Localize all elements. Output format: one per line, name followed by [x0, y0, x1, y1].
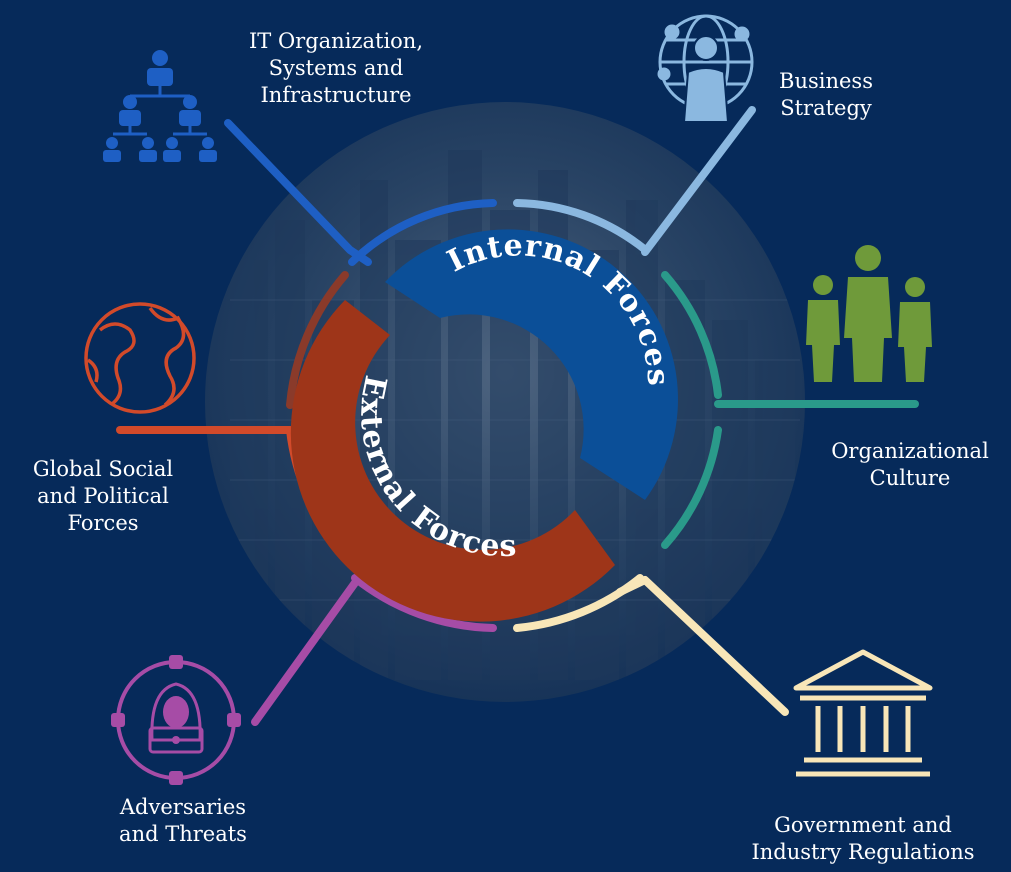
global-businessman-icon — [657, 14, 754, 123]
org-chart-icon — [103, 50, 217, 162]
ring-arc-business — [513, 199, 647, 252]
label-global-line-1: Global Social — [32, 457, 174, 481]
hacker-icon — [111, 655, 241, 785]
connector-business — [641, 106, 756, 256]
label-government-line-2: Industry Regulations — [751, 840, 975, 864]
label-global-line-3: Forces — [67, 511, 139, 535]
label-global-line-2: and Political — [37, 484, 169, 508]
connector-government — [616, 576, 789, 716]
external-band — [290, 300, 615, 622]
ring-arc-culture-lower — [661, 426, 722, 549]
government-building-icon — [793, 649, 933, 777]
ring-arc-culture-upper — [661, 271, 722, 399]
label-it-line-2: Systems and — [268, 56, 404, 80]
label-government: Government and Industry Regulations — [720, 812, 1006, 866]
label-adversaries: Adversaries and Threats — [88, 794, 278, 848]
label-business: Business Strategy — [760, 68, 892, 122]
ring-arc-adversaries — [351, 574, 497, 632]
label-it-line-3: Infrastructure — [260, 83, 412, 107]
people-group-icon — [806, 245, 932, 382]
label-it: IT Organization, Systems and Infrastruct… — [226, 28, 446, 109]
globe-icon — [84, 302, 196, 414]
connector-it — [224, 119, 372, 266]
label-culture-line-2: Culture — [869, 466, 951, 490]
label-business-line-2: Strategy — [780, 96, 872, 120]
connector-adversaries — [251, 576, 361, 726]
ring-arc-global-upper — [286, 271, 349, 409]
label-adversaries-line-1: Adversaries — [119, 795, 247, 819]
internal-band — [385, 229, 678, 500]
ring-arc-it — [348, 199, 497, 266]
label-culture-line-1: Organizational — [831, 439, 989, 463]
label-it-line-1: IT Organization, — [248, 29, 424, 53]
label-adversaries-line-2: and Threats — [119, 822, 247, 846]
label-global: Global Social and Political Forces — [8, 456, 198, 537]
label-business-line-1: Business — [779, 69, 873, 93]
connectors — [116, 106, 919, 726]
label-government-line-1: Government and — [774, 813, 952, 837]
label-culture: Organizational Culture — [810, 438, 1010, 492]
